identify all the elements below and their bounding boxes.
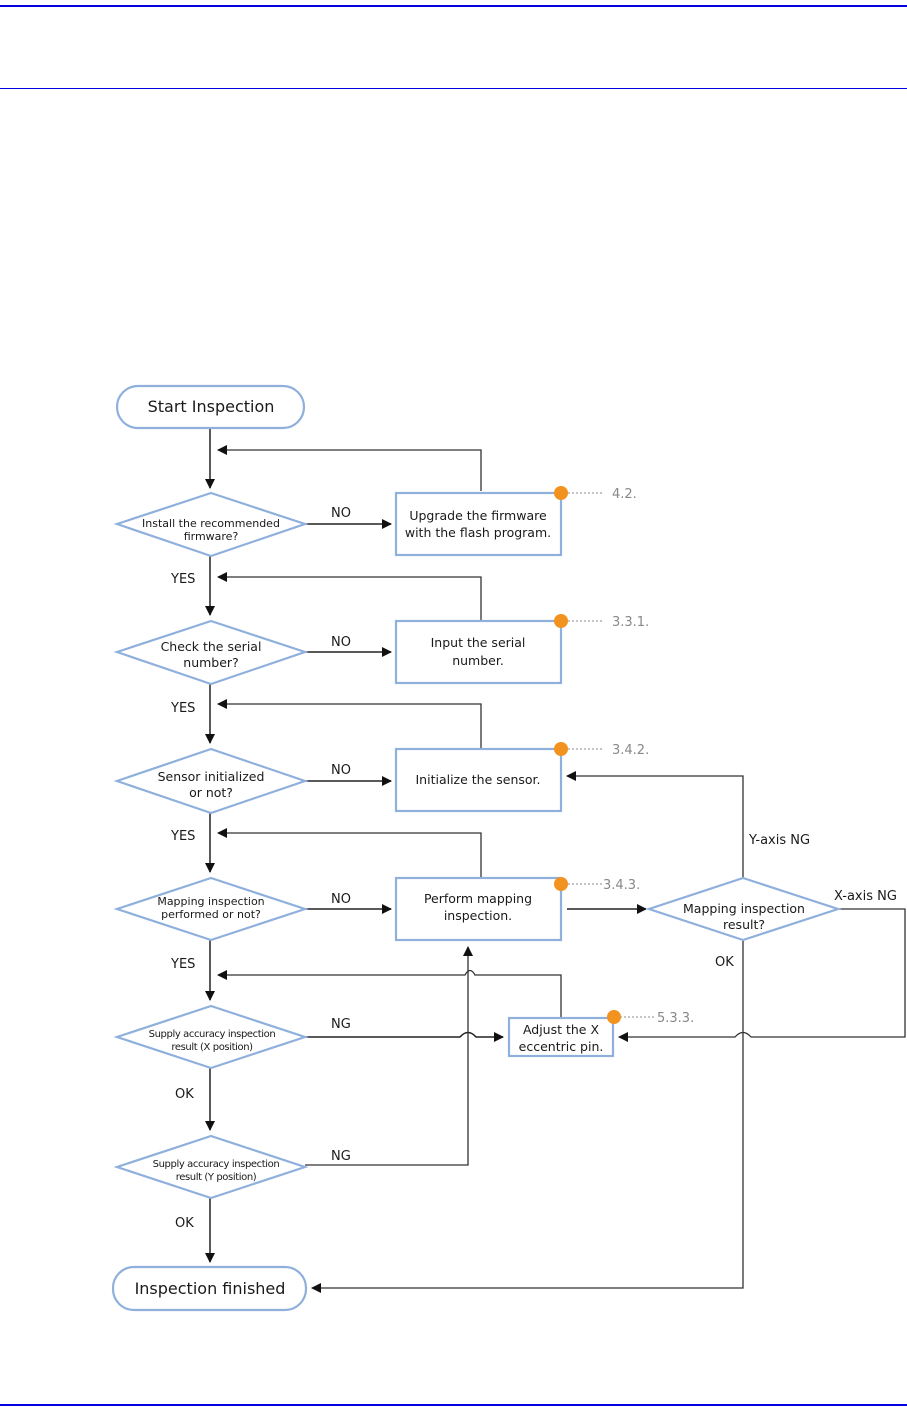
- process-input-serial-line-1: Input the serial: [431, 635, 526, 650]
- decision-firmware-line-2: firmware?: [184, 530, 239, 543]
- edge-mapping-return: [217, 828, 482, 877]
- decision-sensor-line-1: Sensor initialized: [158, 769, 265, 784]
- edge-x-axis-ng: [618, 908, 906, 1042]
- process-perform-mapping: Perform mapping inspection.: [394, 876, 563, 942]
- decision-serial: Check the serial number?: [113, 619, 309, 686]
- edge-adjust-return: [217, 969, 562, 1017]
- decision-supply-x-line-1: Supply accuracy inspection: [149, 1029, 276, 1040]
- decision-sensor-line-2: or not?: [189, 785, 233, 800]
- label-sensor-yes: YES: [170, 829, 195, 844]
- reference-adjust-pin-label[interactable]: 5.3.3.: [657, 1011, 694, 1026]
- decision-serial-line-1: Check the serial: [161, 639, 262, 654]
- decision-mapping-line-1: Mapping inspection: [157, 895, 264, 908]
- edge-upgrade-return: [217, 445, 482, 491]
- decision-supply-y-line-2: result (Y position): [176, 1172, 257, 1183]
- decision-mapping: Mapping inspection performed or not?: [113, 876, 309, 942]
- edge-supply-x-ng: [305, 1031, 504, 1042]
- label-serial-yes: YES: [170, 701, 195, 716]
- decision-mapping-line-2: performed or not?: [161, 908, 261, 921]
- reference-dot-icon: [554, 742, 568, 756]
- decision-mapping-result: Mapping inspection result?: [645, 876, 842, 942]
- process-perform-mapping-line-1: Perform mapping: [424, 891, 532, 906]
- reference-dot-icon: [554, 486, 568, 500]
- process-adjust-pin-line-1: Adjust the X: [523, 1022, 600, 1037]
- process-input-serial-line-2: number.: [452, 653, 504, 668]
- label-y-axis-ng: Y-axis NG: [748, 833, 810, 848]
- reference-input-serial: 3.3.1.: [554, 614, 649, 630]
- process-perform-mapping-line-2: inspection.: [444, 908, 512, 923]
- label-x-axis-ng: X-axis NG: [834, 889, 897, 904]
- reference-upgrade-label[interactable]: 4.2.: [612, 487, 637, 502]
- process-input-serial: Input the serial number.: [394, 619, 563, 685]
- label-firmware-yes: YES: [170, 572, 195, 587]
- edge-y-axis-ng: [566, 771, 744, 878]
- label-mapping-yes: YES: [170, 957, 195, 972]
- decision-mapping-result-line-1: Mapping inspection: [683, 901, 805, 916]
- reference-dot-icon: [607, 1010, 621, 1024]
- decision-supply-x: Supply accuracy inspection result (X pos…: [113, 1004, 309, 1070]
- process-initialize-sensor: Initialize the sensor.: [394, 747, 563, 813]
- reference-input-serial-label[interactable]: 3.3.1.: [612, 615, 649, 630]
- decision-supply-y-line-1: Supply accuracy inspection: [153, 1159, 280, 1170]
- label-supply-y-ok: OK: [175, 1216, 194, 1231]
- process-init-sensor-line-1: Initialize the sensor.: [415, 772, 540, 787]
- label-mapping-no: NO: [331, 892, 351, 907]
- decision-firmware-line-1: Install the recommended: [142, 517, 280, 530]
- decision-sensor: Sensor initialized or not?: [113, 747, 309, 815]
- reference-dot-icon: [554, 614, 568, 628]
- label-supply-x-ng: NG: [331, 1017, 351, 1032]
- process-upgrade-line-1: Upgrade the firmware: [409, 508, 547, 523]
- label-serial-no: NO: [331, 635, 351, 650]
- header-rule-bottom: [0, 88, 907, 89]
- reference-init-sensor: 3.4.2.: [554, 742, 649, 758]
- footer-rule: [0, 1404, 907, 1406]
- reference-upgrade: 4.2.: [554, 486, 637, 502]
- edge-mapping-result-ok: [311, 940, 744, 1293]
- reference-init-sensor-label[interactable]: 3.4.2.: [612, 743, 649, 758]
- edge-labels: NO YES NO YES NO YES NO YES NG OK NG OK …: [170, 506, 897, 1231]
- process-adjust-pin: Adjust the X eccentric pin.: [507, 1016, 615, 1058]
- decision-serial-line-2: number?: [183, 655, 238, 670]
- start-terminator: Start Inspection: [115, 384, 306, 430]
- label-firmware-no: NO: [331, 506, 351, 521]
- end-terminator: Inspection finished: [111, 1265, 308, 1312]
- connectors: [205, 429, 906, 1293]
- label-mapping-result-ok: OK: [715, 955, 734, 970]
- process-upgrade-firmware: Upgrade the firmware with the flash prog…: [394, 491, 563, 557]
- decision-firmware: Install the recommended firmware?: [113, 491, 309, 558]
- edge-serial-return: [217, 572, 482, 620]
- reference-perform-mapping: 3.4.3.: [554, 877, 640, 893]
- reference-perform-mapping-label[interactable]: 3.4.3.: [603, 878, 640, 893]
- edge-sensor-return: [217, 699, 482, 748]
- process-adjust-pin-line-2: eccentric pin.: [519, 1039, 604, 1054]
- decision-mapping-result-line-2: result?: [723, 917, 765, 932]
- label-supply-y-ng: NG: [331, 1149, 351, 1164]
- header-rule-top: [0, 5, 907, 7]
- label-sensor-no: NO: [331, 763, 351, 778]
- process-upgrade-line-2: with the flash program.: [405, 525, 551, 540]
- start-label: Start Inspection: [148, 397, 275, 416]
- decision-supply-y: Supply accuracy inspection result (Y pos…: [113, 1134, 309, 1200]
- end-label: Inspection finished: [135, 1279, 286, 1298]
- reference-adjust-pin: 5.3.3.: [607, 1010, 694, 1026]
- reference-dot-icon: [554, 877, 568, 891]
- decision-supply-x-line-2: result (X position): [171, 1042, 253, 1053]
- edge-supply-y-ng: [305, 946, 473, 1166]
- label-supply-x-ok: OK: [175, 1087, 194, 1102]
